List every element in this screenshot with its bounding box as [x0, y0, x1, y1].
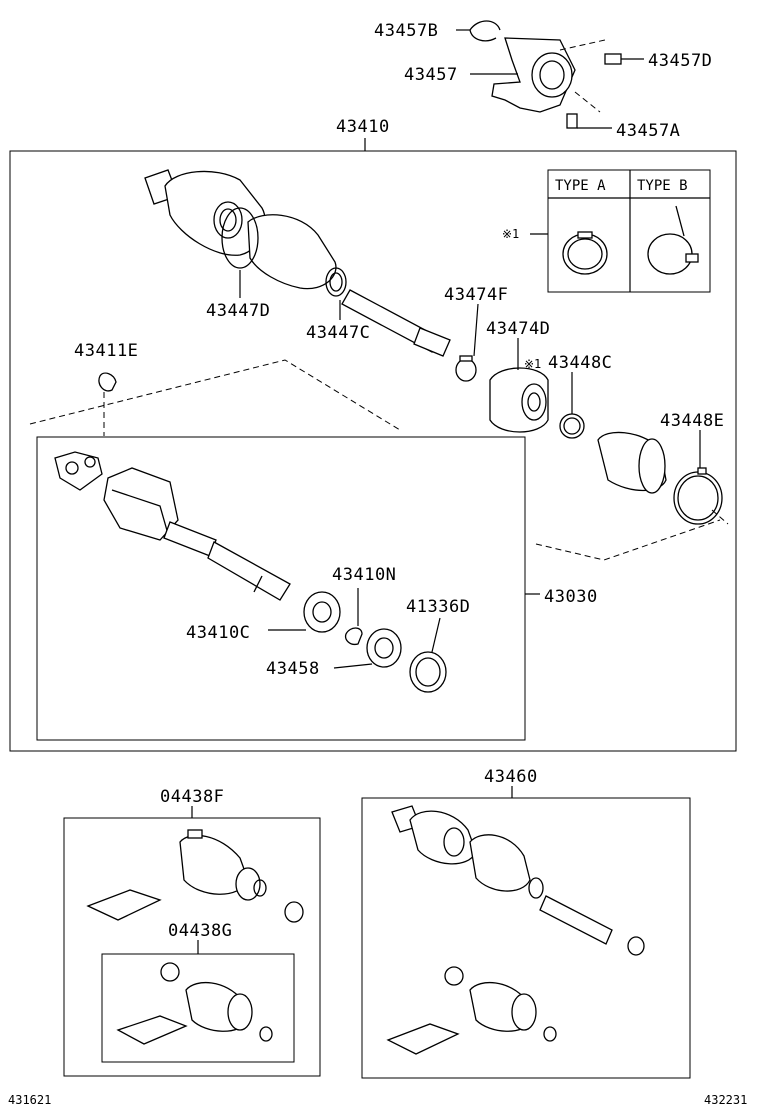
footer-right-code: 432231: [704, 1093, 747, 1107]
assembly-43460-parts: [386, 805, 645, 1055]
label-43410: 43410: [336, 117, 390, 137]
label-43474D: 43474D: [486, 319, 550, 339]
label-43474F: 43474F: [444, 285, 508, 305]
label-43410C: 43410C: [186, 623, 250, 643]
label-43460: 43460: [484, 767, 538, 787]
label-43457: 43457: [404, 65, 458, 85]
inner-boot-43448E: [597, 430, 723, 525]
footer-left-code: 431621: [8, 1093, 51, 1107]
kit-04438G-parts: [116, 962, 273, 1045]
label-43458: 43458: [266, 659, 320, 679]
kit-04438F-frame: [63, 817, 321, 1077]
outer-joint-assembly: [144, 169, 451, 357]
label-43457D: 43457D: [648, 51, 712, 71]
label-43457A: 43457A: [616, 121, 680, 141]
kit-04438G-frame: [101, 953, 295, 1063]
note-mark-43448C: ※1: [524, 357, 541, 371]
type-b-header: TYPE B: [637, 178, 688, 194]
label-41336D: 41336D: [406, 597, 470, 617]
label-43447D: 43447D: [206, 301, 270, 321]
assembly-43410-frame: [9, 150, 737, 752]
note-mark-type-table: ※1: [502, 227, 519, 241]
bearing-bracket-group: [456, 20, 644, 129]
clamp-43474F: [455, 303, 479, 382]
label-43457B: 43457B: [374, 21, 438, 41]
label-04438G: 04438G: [168, 921, 232, 941]
kit-04438F-parts: [86, 829, 304, 923]
inner-joint-assembly: [54, 451, 447, 693]
label-43411E: 43411E: [74, 341, 138, 361]
snap-ring-43411E: [98, 372, 117, 436]
clamp-43448C: [559, 372, 585, 439]
assembly-43030-frame: [36, 436, 526, 741]
label-43448C: 43448C: [548, 353, 612, 373]
assembly-43460-frame: [361, 797, 691, 1079]
label-43448E: 43448E: [660, 411, 724, 431]
label-04438F: 04438F: [160, 787, 224, 807]
label-43410N: 43410N: [332, 565, 396, 585]
clamp-type-table: [530, 169, 711, 293]
type-a-header: TYPE A: [555, 178, 606, 194]
label-43447C: 43447C: [306, 323, 370, 343]
damper-43474D: [489, 338, 549, 433]
label-43030: 43030: [544, 587, 598, 607]
